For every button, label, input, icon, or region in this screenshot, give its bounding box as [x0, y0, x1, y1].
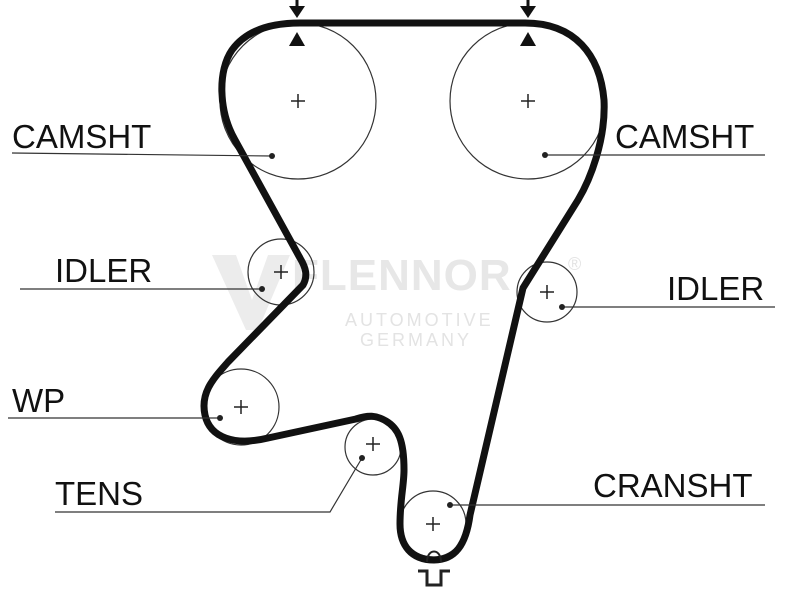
timing-triangle-left-icon [289, 32, 305, 46]
timing-belt [200, 19, 608, 564]
crankshaft-keyway [418, 550, 450, 587]
leader-dot [259, 286, 265, 292]
timing-triangle-right-icon [520, 32, 536, 46]
leader-dot [542, 152, 548, 158]
leader-dot [559, 304, 565, 310]
watermark-logo-mark [212, 255, 290, 330]
label-camshaft-left: CAMSHT [12, 118, 151, 155]
center-mark-icon [234, 400, 248, 414]
leader-dot [269, 153, 275, 159]
watermark-line2: GERMANY [360, 330, 472, 350]
timing-marks [289, 0, 536, 46]
label-crankshaft: CRANSHT [593, 467, 753, 504]
keyway-bracket-icon [418, 569, 450, 587]
labels: CAMSHT CAMSHT IDLER IDLER WP TENS CRANSH… [12, 118, 764, 512]
pulley-centers [234, 94, 554, 531]
center-mark-icon [274, 265, 288, 279]
label-idler-right: IDLER [667, 270, 764, 307]
leader-tensioner [55, 457, 363, 513]
center-mark-icon [366, 437, 380, 451]
label-tensioner: TENS [55, 475, 143, 512]
leader-dot [359, 455, 365, 461]
watermark: FLENNOR ® AUTOMOTIVE GERMANY [212, 251, 584, 350]
center-mark-icon [521, 94, 535, 108]
label-water-pump: WP [12, 382, 65, 419]
leader-dot [447, 502, 453, 508]
center-mark-icon [291, 94, 305, 108]
timing-arrow-right-icon [520, 6, 536, 18]
watermark-line1: AUTOMOTIVE [345, 310, 494, 330]
center-mark-icon [426, 517, 440, 531]
label-idler-left: IDLER [55, 252, 152, 289]
keyway-notch-icon [426, 550, 442, 563]
timing-arrow-left-icon [289, 6, 305, 18]
leader-camshaft-left [11, 152, 273, 157]
center-mark-icon [540, 285, 554, 299]
watermark-brand: FLENNOR [292, 251, 512, 300]
watermark-registered: ® [568, 254, 584, 274]
leader-dot [217, 415, 223, 421]
idler-right-pulley [516, 261, 578, 323]
label-camshaft-right: CAMSHT [615, 118, 754, 155]
leaders [8, 152, 775, 513]
